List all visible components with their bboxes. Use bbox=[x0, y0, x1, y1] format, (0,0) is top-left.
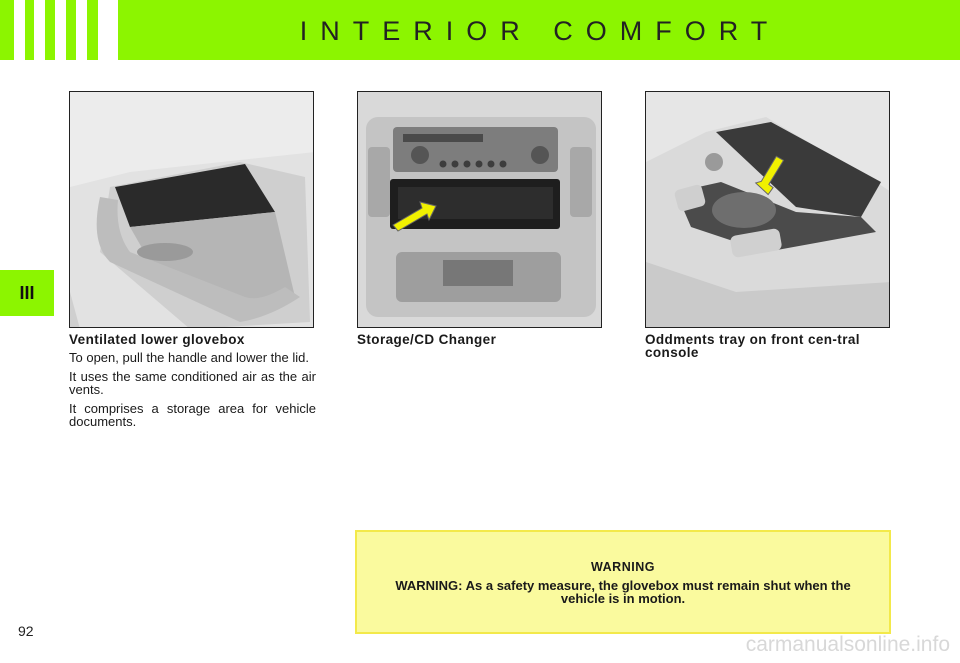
glovebox-photo bbox=[69, 91, 314, 328]
warning-title: WARNING bbox=[591, 560, 655, 574]
warning-box: WARNING WARNING: As a safety measure, th… bbox=[355, 530, 891, 634]
cd-changer-photo bbox=[357, 91, 602, 328]
oddments-tray-photo bbox=[645, 91, 890, 328]
page-number: 92 bbox=[18, 623, 34, 639]
header-stripe bbox=[55, 0, 66, 60]
watermark: carmanualsonline.info bbox=[745, 633, 950, 656]
glovebox-heading: Ventilated lower glovebox bbox=[69, 332, 245, 347]
header-band: INTERIOR COMFORT bbox=[0, 0, 960, 60]
glovebox-paragraph: It comprises a storage area for vehicle … bbox=[69, 401, 316, 429]
glovebox-paragraph: It uses the same conditioned air as the … bbox=[69, 369, 316, 397]
header-stripe bbox=[34, 0, 45, 60]
chapter-tab: III bbox=[0, 270, 54, 316]
page-title: INTERIOR COMFORT bbox=[299, 16, 781, 46]
header-stripe bbox=[14, 0, 25, 60]
oddments-tray-heading: Oddments tray on front cen-tral console bbox=[645, 332, 860, 360]
cd-changer-section: Storage/CD Changer bbox=[357, 333, 604, 351]
glovebox-section: Ventilated lower glovebox To open, pull … bbox=[69, 333, 316, 434]
header-stripe bbox=[76, 0, 87, 60]
cd-changer-heading: Storage/CD Changer bbox=[357, 332, 497, 347]
header-stripe bbox=[98, 0, 118, 60]
warning-text: WARNING: As a safety measure, the gloveb… bbox=[395, 578, 851, 606]
glovebox-paragraph: To open, pull the handle and lower the l… bbox=[69, 350, 309, 365]
oddments-tray-section: Oddments tray on front cen-tral console bbox=[645, 333, 892, 364]
